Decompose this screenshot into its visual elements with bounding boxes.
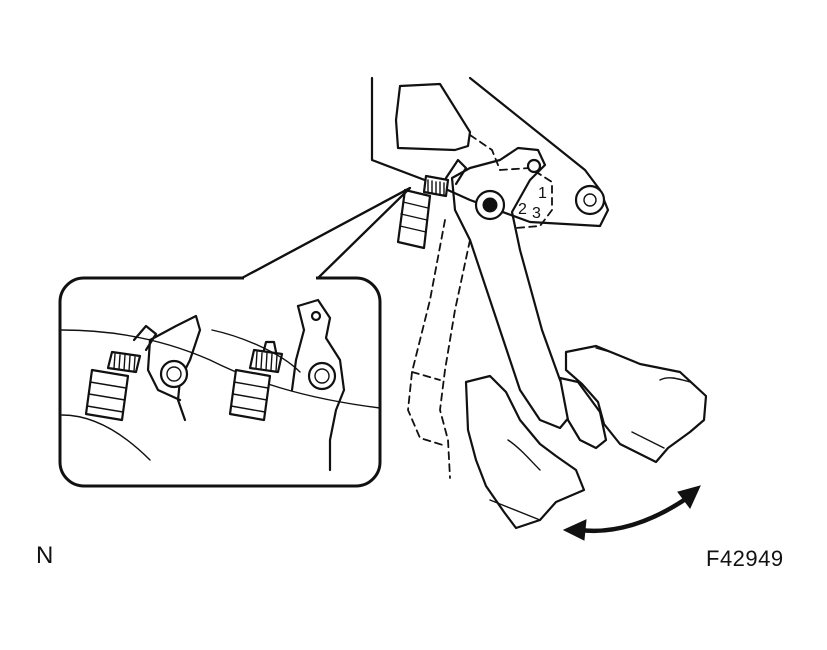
callout-2: 2 — [518, 201, 527, 218]
callout-1: 1 — [538, 185, 547, 202]
inset-detail-box — [58, 186, 412, 488]
foot-rest-position — [564, 344, 708, 464]
pedal-arm — [450, 146, 577, 430]
callout-3: 3 — [532, 205, 541, 222]
inset-right-detail — [211, 298, 346, 472]
motion-arrow — [562, 485, 701, 541]
stop-lamp-switch — [396, 158, 468, 250]
corner-letter-label: N — [36, 542, 54, 569]
callout-numbers: 1 2 3 — [518, 185, 547, 222]
pedal-arm-released-dashed — [407, 219, 471, 479]
inset-left-detail — [61, 314, 381, 461]
pedal-pad — [558, 376, 608, 450]
foot-pressing-position — [464, 374, 586, 530]
bracket-reference-outline — [469, 134, 553, 229]
figure-code-label: F42949 — [706, 546, 784, 571]
pedal-bracket — [370, 76, 610, 228]
